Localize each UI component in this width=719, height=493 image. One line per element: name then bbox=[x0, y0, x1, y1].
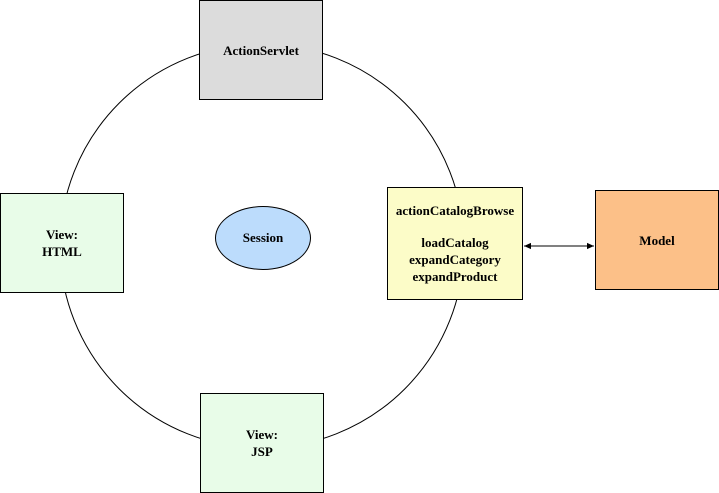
view-html-label-line2: HTML bbox=[42, 244, 82, 259]
model-box: Model bbox=[595, 190, 719, 290]
action-servlet-label: ActionServlet bbox=[223, 42, 299, 58]
action-servlet-box: ActionServlet bbox=[199, 0, 323, 100]
view-html-label-line1: View: bbox=[45, 227, 78, 242]
session-label: Session bbox=[242, 230, 284, 245]
action-method-load-catalog: loadCatalog bbox=[421, 235, 489, 250]
view-html-box: View: HTML bbox=[0, 193, 124, 293]
view-jsp-box: View: JSP bbox=[200, 393, 324, 493]
model-label: Model bbox=[639, 232, 675, 248]
action-method-expand-category: expandCategory bbox=[409, 252, 501, 267]
view-jsp-label-line2: JSP bbox=[251, 444, 273, 459]
session-ellipse: Session bbox=[215, 206, 311, 270]
action-method-expand-product: expandProduct bbox=[412, 269, 498, 284]
view-jsp-label-line1: View: bbox=[245, 427, 278, 442]
action-catalog-title: actionCatalogBrowse bbox=[395, 203, 515, 218]
action-catalog-browse-box: actionCatalogBrowse loadCatalog expandCa… bbox=[387, 187, 523, 300]
